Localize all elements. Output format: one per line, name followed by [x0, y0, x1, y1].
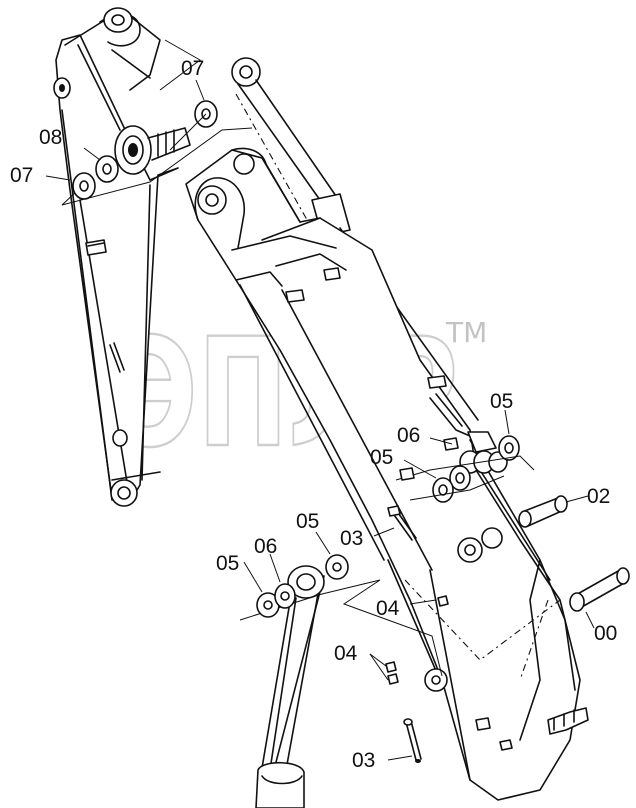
- label-04-mid: 04: [376, 597, 400, 620]
- fitting-04-mid: [437, 595, 449, 607]
- label-07-left: 07: [10, 164, 33, 187]
- label-06-lower: 06: [254, 535, 277, 558]
- label-05-mid: 05: [370, 446, 393, 469]
- label-05-lower-right: 05: [296, 510, 319, 533]
- pin-03-low: [403, 718, 422, 763]
- left-arm: [53, 7, 191, 507]
- label-02: 02: [587, 485, 610, 508]
- label-03-mid: 03: [340, 527, 363, 550]
- label-08: 08: [39, 126, 62, 149]
- main-boom: [185, 147, 589, 801]
- leader-lines: [45, 79, 595, 761]
- pin-03-mid: [387, 505, 417, 541]
- left-washer-stack: [61, 39, 253, 206]
- lower-cylinder: [255, 565, 325, 808]
- label-04-low: 04: [334, 642, 358, 665]
- hose-fitting: [395, 393, 535, 503]
- pin-02: [518, 495, 568, 528]
- pin-00: [569, 567, 630, 612]
- label-00: 00: [594, 622, 617, 645]
- label-05-right: 05: [490, 390, 513, 413]
- watermark-trademark: TM: [445, 316, 487, 349]
- lower-washer-stack: [239, 554, 443, 677]
- label-05-lower-left: 05: [216, 552, 239, 575]
- callout-labels: 07 08 07 05 06 05 02 03 05 06 05 04 00 0…: [10, 57, 617, 772]
- label-03-low: 03: [352, 749, 375, 772]
- label-07-top: 07: [181, 57, 204, 80]
- fitting-04-low: [385, 661, 399, 685]
- label-06-right: 06: [397, 424, 420, 447]
